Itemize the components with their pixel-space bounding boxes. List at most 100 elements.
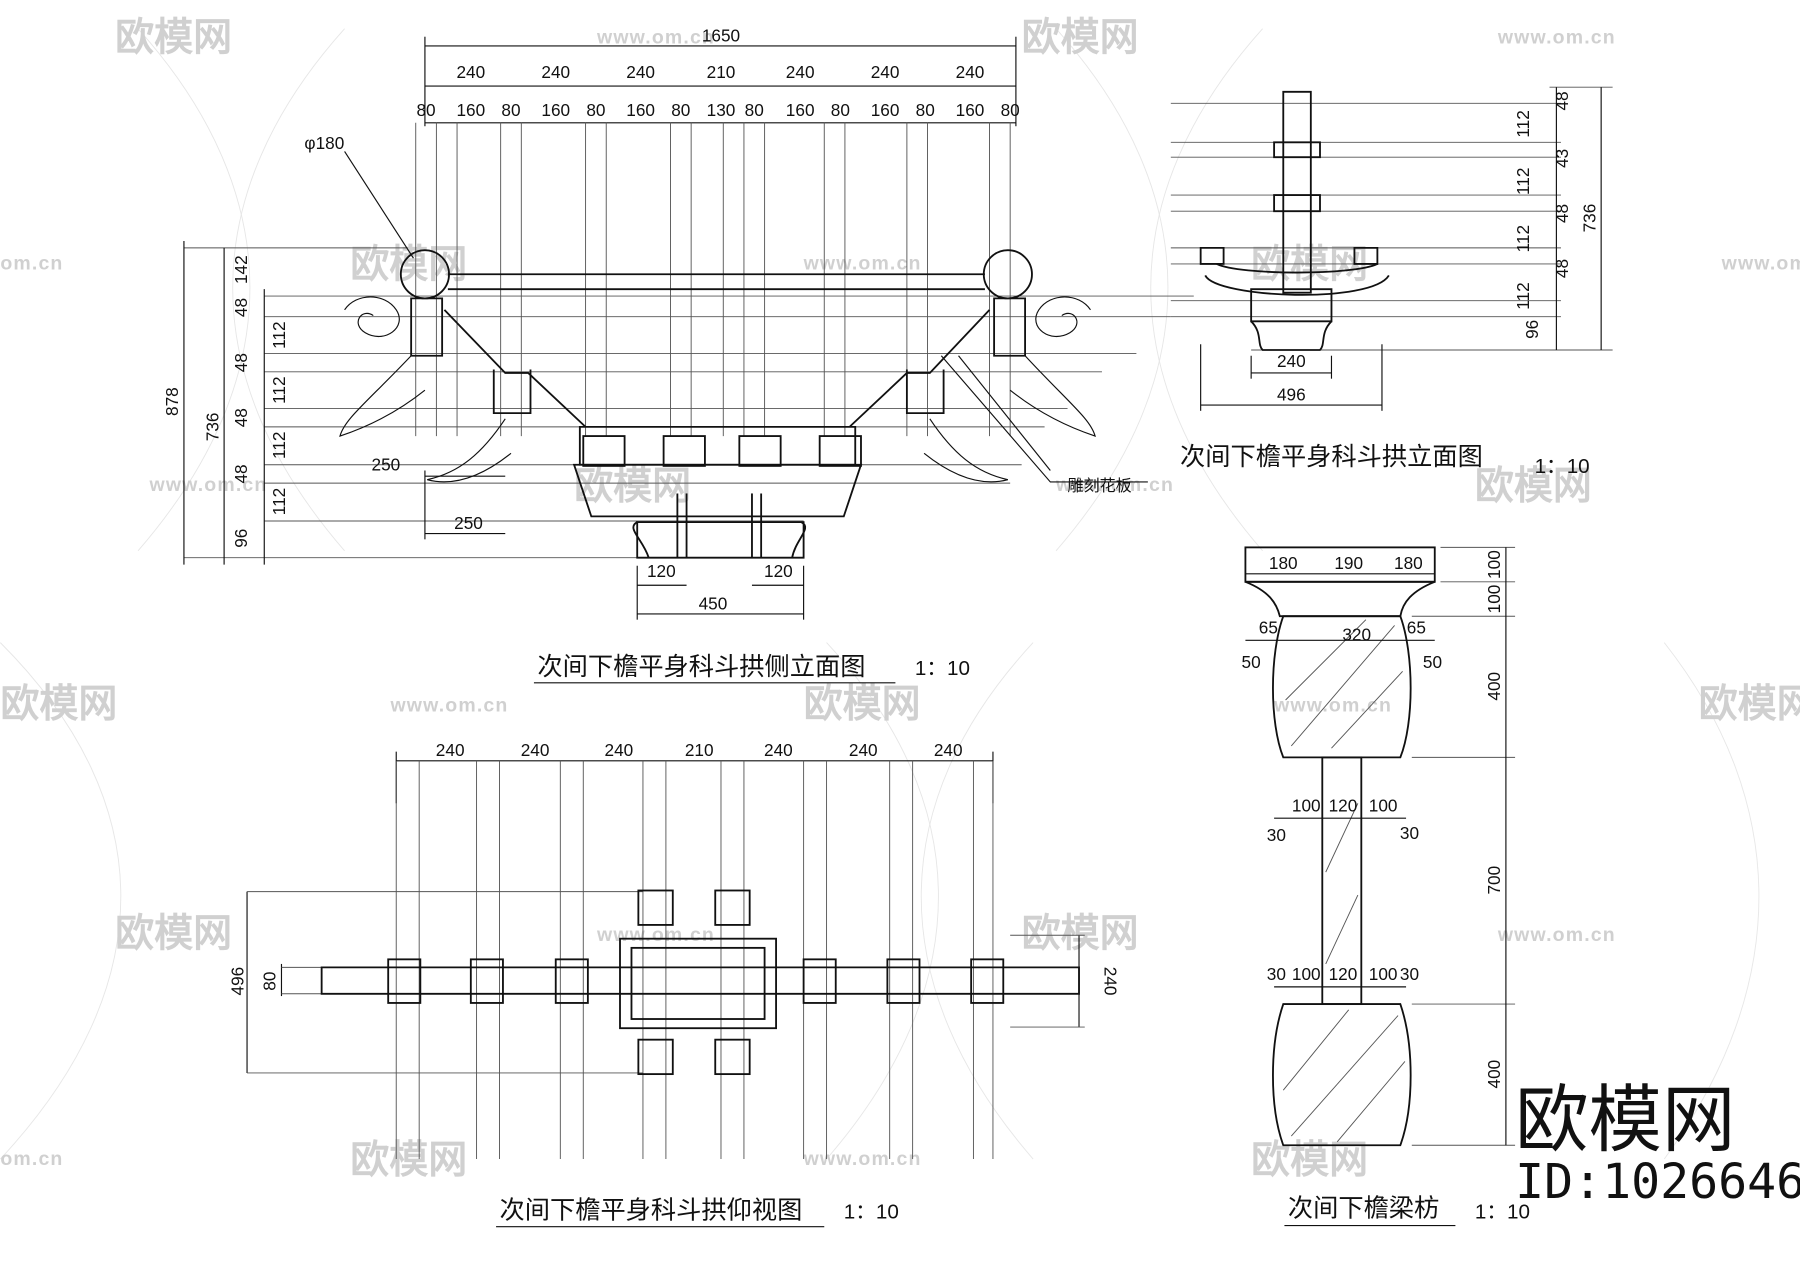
watermark-logo: 欧模网 [804, 683, 921, 726]
sub-dim-label: 80 [416, 100, 435, 120]
top-dim-label: 210 [707, 62, 736, 82]
watermark-logo: 欧模网 [350, 1139, 467, 1182]
watermark-url: www.om.cn [1497, 27, 1616, 49]
front-dim-label: 112 [1513, 168, 1533, 195]
front-dim-label: 48 [1552, 204, 1572, 223]
beam-dim-30-b: 30 [1400, 823, 1419, 843]
front-dim-240: 240 [1277, 351, 1306, 371]
bottom-top-dim-label: 240 [521, 740, 550, 760]
brand-logo-text: 欧模网 [1515, 1078, 1735, 1163]
sub-dim-label: 80 [831, 100, 850, 120]
front-dim-label: 112 [1513, 282, 1533, 309]
bottom-dim-80: 80 [260, 972, 280, 991]
carve-panel-label: 雕刻花板 [1068, 476, 1132, 495]
left-dim-label: 48 [231, 464, 251, 483]
dim-120-right: 120 [764, 561, 793, 581]
beam-top-dim-label: 190 [1334, 553, 1363, 573]
watermark-url: om.cn [0, 1148, 63, 1170]
sub-dim-label: 80 [1001, 100, 1020, 120]
sub-dim-label: 80 [671, 100, 690, 120]
front-elevation-scale: 1：10 [1535, 455, 1590, 478]
bottom-top-dim-label: 240 [605, 740, 634, 760]
beam-dim-30-a: 30 [1267, 825, 1286, 845]
left-dim-label: 112 [269, 321, 289, 348]
sub-dim-label: 160 [456, 100, 485, 120]
watermark-logo: 欧模网 [1022, 913, 1139, 956]
beam-top-dim-label: 180 [1394, 553, 1423, 573]
beam-scale: 1：10 [1475, 1201, 1530, 1224]
sub-dim-label: 130 [707, 100, 736, 120]
bottom-top-dim-label: 240 [934, 740, 963, 760]
watermark-logo: 欧模网 [1251, 244, 1368, 287]
sub-dim-label: 160 [541, 100, 570, 120]
bottom-top-dim-label: 240 [849, 740, 878, 760]
watermark-logo: 欧模网 [1475, 465, 1592, 508]
left-dim-label: 142 [231, 255, 251, 284]
watermark-url: om.cn [0, 253, 63, 275]
beam-right-dim-label: 700 [1484, 866, 1504, 895]
sub-dim-label: 80 [501, 100, 520, 120]
beam-dim-320: 320 [1342, 624, 1371, 644]
watermark-logo: 欧模网 [1699, 683, 1800, 726]
sub-dim-label: 160 [956, 100, 985, 120]
side-elevation-title: 次间下檐平身科斗拱侧立面图 [537, 652, 865, 681]
beam-dim-50-right: 50 [1423, 652, 1442, 672]
front-total-736: 736 [1579, 204, 1599, 233]
sub-dim-label: 160 [786, 100, 815, 120]
watermark-layer: 欧模网 欧模网 www.om.cn www.om.cn om.cn 欧模网 ww… [0, 16, 1800, 1182]
total-width-dim: 1650 [702, 25, 740, 45]
watermark-url: www.om.cn [389, 694, 508, 716]
bottom-dim-496: 496 [228, 967, 248, 996]
diameter-label: φ180 [304, 133, 344, 153]
watermark-url: www.om.cn [1721, 253, 1800, 275]
beam-right-dim-label: 400 [1484, 1060, 1504, 1089]
watermark-logo: 欧模网 [115, 913, 232, 956]
sub-dim-label: 160 [626, 100, 655, 120]
beam-right-dim-label: 100 [1484, 550, 1504, 579]
left-dim-label: 112 [269, 488, 289, 515]
front-dim-label: 112 [1513, 110, 1533, 137]
watermark-url: www.om.cn [596, 924, 715, 946]
sub-dim-label: 80 [916, 100, 935, 120]
watermark-logo: 欧模网 [1022, 16, 1139, 59]
front-dim-label: 48 [1552, 259, 1572, 278]
left-dim-label: 96 [231, 529, 251, 548]
top-dim-label: 240 [871, 62, 900, 82]
sub-dim-label: 80 [745, 100, 764, 120]
watermark-logo: 欧模网 [0, 683, 117, 726]
watermark-logo: 欧模网 [115, 16, 232, 59]
left-dim-label: 112 [269, 376, 289, 403]
left-dim-label: 48 [231, 353, 251, 372]
front-dim-label: 48 [1552, 91, 1572, 110]
beam-mid-dim-label: 30 [1267, 964, 1286, 984]
beam-right-dim-label: 400 [1484, 672, 1504, 701]
beam-mid-dim-label: 120 [1329, 795, 1358, 815]
left-dim-label: 112 [269, 432, 289, 459]
front-dim-496: 496 [1277, 384, 1306, 404]
watermark-url: www.om.cn [803, 1148, 922, 1170]
watermark-url: www.om.cn [1497, 924, 1616, 946]
front-dim-label: 96 [1522, 320, 1542, 339]
watermark-url: www.om.cn [149, 474, 268, 496]
left-dim-label: 48 [231, 298, 251, 317]
watermark-logo: 欧模网 [574, 465, 691, 508]
bottom-top-dim-label: 240 [436, 740, 465, 760]
side-elevation-scale: 1：10 [915, 657, 970, 680]
beam-mid-dim-label: 100 [1369, 964, 1398, 984]
beam-mid-dim-label: 100 [1292, 964, 1321, 984]
dim-250-lower: 250 [454, 513, 483, 533]
front-dim-label: 112 [1513, 225, 1533, 252]
watermark-url: www.om.cn [1055, 474, 1174, 496]
